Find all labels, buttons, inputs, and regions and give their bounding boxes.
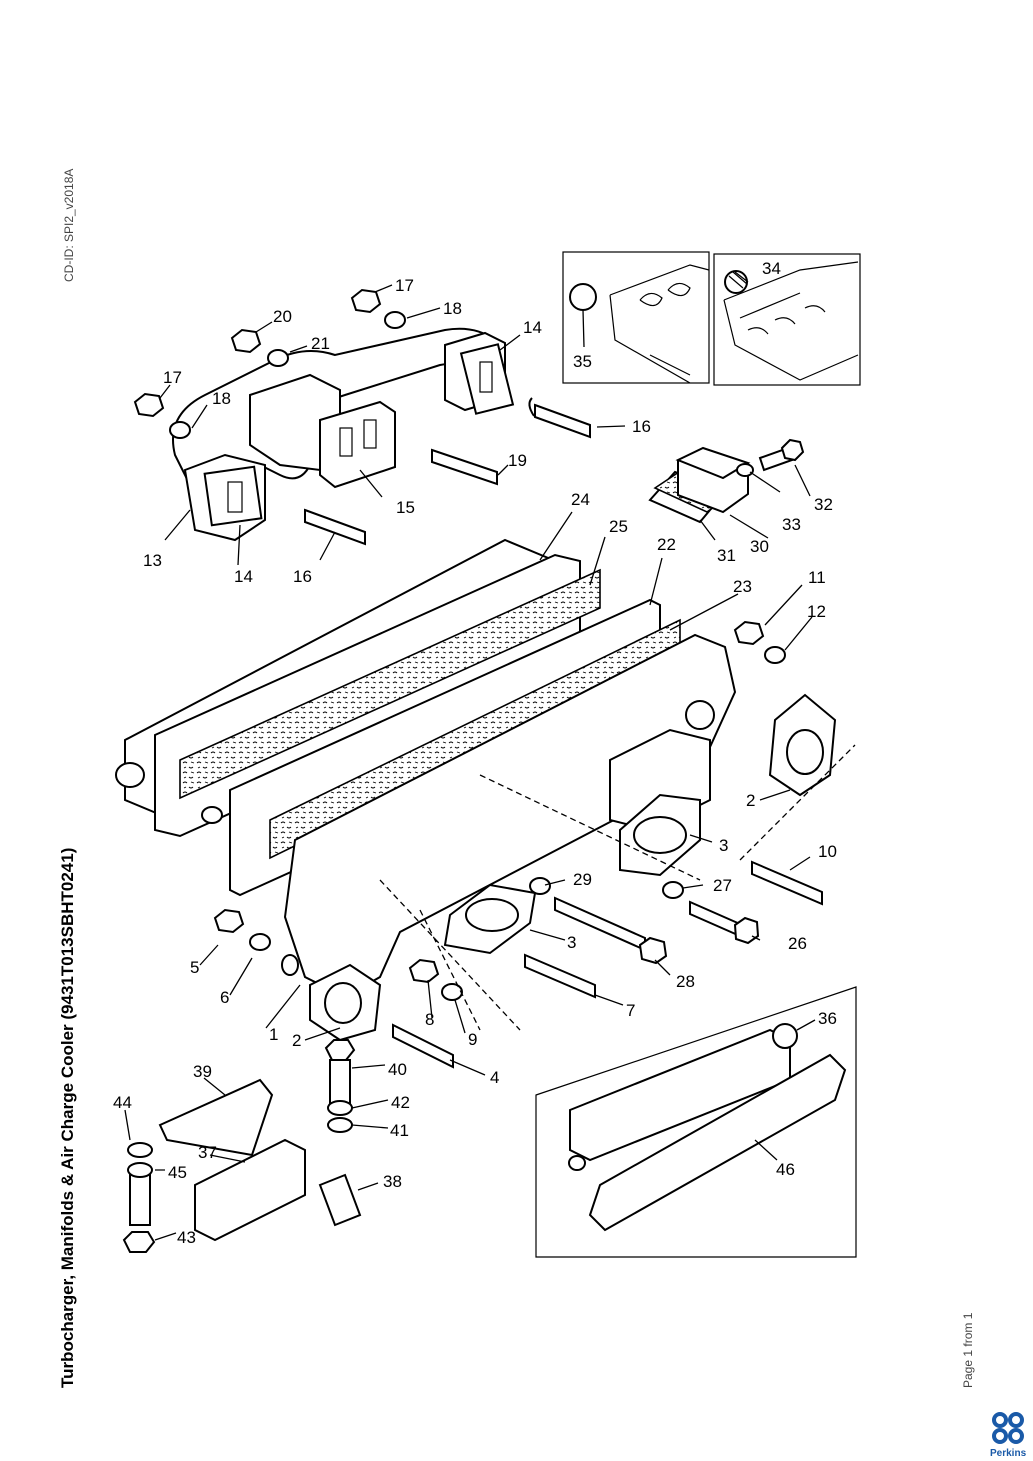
callout-2: 2	[292, 1031, 301, 1050]
callout-3: 3	[719, 836, 728, 855]
callout-9: 9	[468, 1030, 477, 1049]
callout-40: 40	[388, 1060, 407, 1079]
cover-plate-assembly	[648, 438, 805, 524]
callout-19: 19	[508, 451, 527, 470]
callout-4: 4	[490, 1068, 499, 1087]
callout-20: 20	[273, 307, 292, 326]
callout-32: 32	[814, 495, 833, 514]
callout-15: 15	[396, 498, 415, 517]
callout-10: 10	[818, 842, 837, 861]
callout-29: 29	[573, 870, 592, 889]
callout-3b: 3	[567, 933, 576, 952]
perkins-logo-icon	[992, 1412, 1024, 1444]
callout-17: 17	[395, 276, 414, 295]
callout-14: 14	[523, 318, 542, 337]
mounting-bracket-assembly	[122, 1039, 362, 1253]
callout-18: 18	[443, 299, 462, 318]
callout-2b: 2	[746, 791, 755, 810]
callout-8: 8	[425, 1010, 434, 1029]
exhaust-manifold	[172, 327, 515, 542]
callout-6: 6	[220, 988, 229, 1007]
callout-28: 28	[676, 972, 695, 991]
callout-30: 30	[750, 537, 769, 556]
callout-17b: 17	[163, 368, 182, 387]
manifold-studs	[304, 397, 591, 546]
callout-13: 13	[143, 551, 162, 570]
inset-cylinder-head-plugs	[562, 251, 861, 386]
callout-1: 1	[269, 1025, 278, 1044]
callout-11: 11	[808, 568, 826, 587]
brand-name: Perkins	[990, 1448, 1027, 1459]
callout-labels: 1 2 2 3 3 4 5 6 7 8 9 10 11 12 13 14 14 …	[113, 259, 837, 1247]
manifold-fasteners	[213, 620, 823, 1069]
callout-39: 39	[193, 1062, 212, 1081]
leader-lines	[124, 271, 856, 1241]
callout-21: 21	[311, 334, 330, 353]
callout-16b: 16	[293, 567, 312, 586]
callout-18b: 18	[212, 389, 231, 408]
callout-38: 38	[383, 1172, 402, 1191]
callout-27: 27	[713, 876, 732, 895]
callout-33: 33	[782, 515, 801, 534]
elbow-gaskets	[443, 793, 701, 955]
callout-46: 46	[776, 1160, 795, 1179]
callout-45: 45	[168, 1163, 187, 1182]
callout-14b: 14	[234, 567, 253, 586]
callout-23: 23	[733, 577, 752, 596]
nuts-and-washers-top	[133, 288, 406, 439]
callout-34: 34	[762, 259, 781, 278]
callout-7: 7	[626, 1001, 635, 1020]
callout-36: 36	[818, 1009, 837, 1028]
inset-alternative-manifold	[535, 986, 857, 1258]
callout-35: 35	[573, 352, 592, 371]
inlet-manifold	[281, 633, 837, 1042]
callout-25: 25	[609, 517, 628, 536]
callout-16: 16	[632, 417, 651, 436]
callout-22: 22	[657, 535, 676, 554]
callout-31: 31	[717, 546, 736, 565]
callout-41: 41	[390, 1121, 409, 1140]
callout-12: 12	[807, 602, 826, 621]
callout-42: 42	[391, 1093, 410, 1112]
callout-43: 43	[177, 1228, 196, 1247]
callout-26: 26	[788, 934, 807, 953]
callout-5: 5	[190, 958, 199, 977]
callout-24: 24	[571, 490, 590, 509]
callout-37: 37	[198, 1143, 217, 1162]
callout-44: 44	[113, 1093, 132, 1112]
